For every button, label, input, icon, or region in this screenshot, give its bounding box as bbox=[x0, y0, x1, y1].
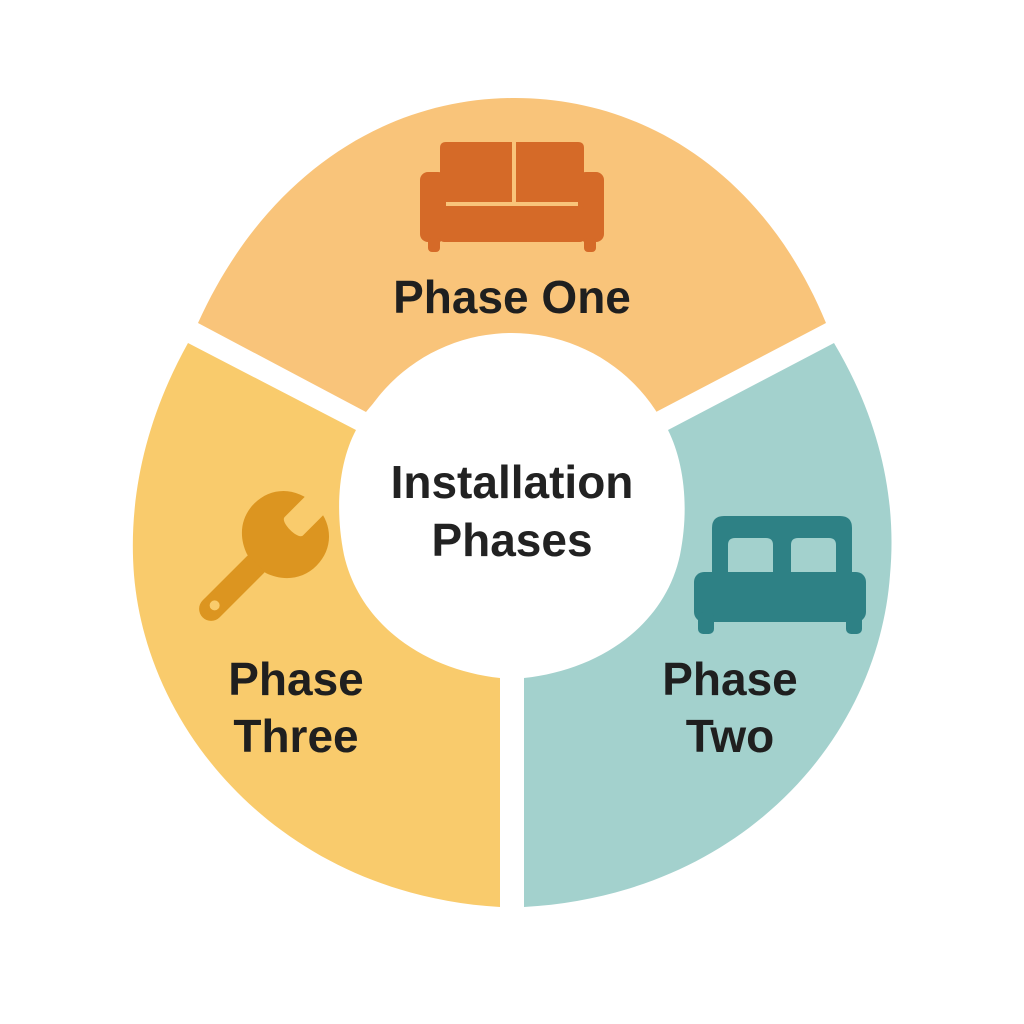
center-title-line2: Phases bbox=[431, 514, 592, 566]
segment-phase-one bbox=[198, 98, 826, 412]
phase-two-label-line2: Two bbox=[686, 710, 775, 762]
wrench-icon bbox=[199, 488, 332, 621]
bed-icon bbox=[694, 516, 866, 634]
segment-phase-three bbox=[132, 343, 501, 907]
center-title-line1: Installation bbox=[391, 456, 634, 508]
phase-three-label-line1: Phase bbox=[228, 653, 364, 705]
sofa-icon bbox=[420, 142, 604, 252]
center-circle bbox=[340, 333, 684, 677]
phase-one-label: Phase One bbox=[393, 271, 631, 323]
phase-three-label-line2: Three bbox=[233, 710, 358, 762]
phase-two-label-line1: Phase bbox=[662, 653, 798, 705]
